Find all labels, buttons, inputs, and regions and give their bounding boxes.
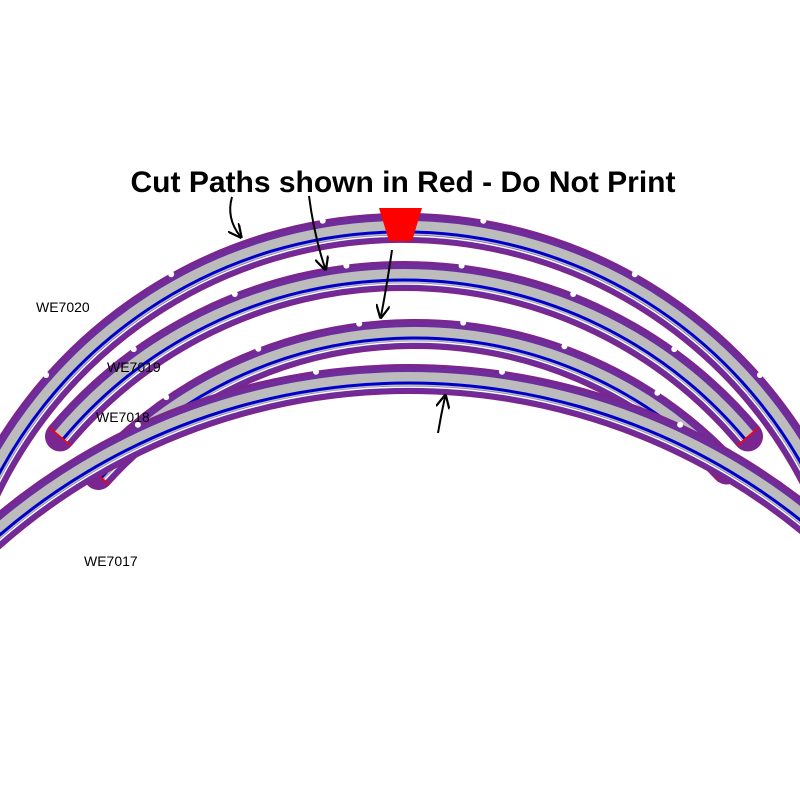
track-label-we7018: WE7018 <box>96 409 150 425</box>
track-notch <box>756 372 763 378</box>
track-notch <box>654 389 661 396</box>
callout-arrow <box>230 196 240 236</box>
track-we7018 <box>83 319 742 490</box>
track-notch <box>570 291 577 297</box>
track-notch <box>460 319 467 326</box>
cut-path-tick <box>736 426 760 446</box>
track-notch <box>255 345 262 352</box>
track-highlight <box>0 386 800 542</box>
track-notch <box>43 372 50 378</box>
track-notch <box>231 291 238 297</box>
track-notch <box>499 368 505 375</box>
track-notch <box>561 343 568 350</box>
track-label-we7019: WE7019 <box>107 359 161 375</box>
track-label-we7017: WE7017 <box>84 553 138 569</box>
track-notch <box>677 421 684 428</box>
track-notch <box>313 368 319 375</box>
track-notch <box>671 346 678 353</box>
track-highlight <box>65 283 743 442</box>
track-notch <box>631 271 638 278</box>
track-notch <box>458 262 465 269</box>
track-arcs <box>0 212 800 550</box>
track-notch <box>480 217 487 224</box>
track-blue-stripe <box>61 278 747 440</box>
track-label-we7020: WE7020 <box>36 299 90 315</box>
callout-arrows <box>230 195 445 434</box>
callout-arrow <box>308 195 325 268</box>
cut-marker <box>379 208 422 241</box>
track-roadbed <box>0 372 800 539</box>
track-notch <box>356 320 363 327</box>
callout-arrow <box>381 249 393 316</box>
cut-path-tick <box>48 426 72 446</box>
track-notch <box>168 271 175 278</box>
track-notch <box>130 346 137 353</box>
track-roadbed <box>54 269 754 441</box>
track-we7019 <box>45 261 763 452</box>
callout-arrow <box>438 397 445 434</box>
track-roadbed <box>93 327 732 480</box>
track-notch <box>134 421 141 428</box>
track-notch <box>343 262 350 269</box>
track-we7017 <box>0 364 800 550</box>
track-notch <box>319 217 326 224</box>
track-notch <box>163 394 170 401</box>
diagram-title: Cut Paths shown in Red - Do Not Print <box>131 166 676 199</box>
track-blue-stripe <box>0 381 800 537</box>
